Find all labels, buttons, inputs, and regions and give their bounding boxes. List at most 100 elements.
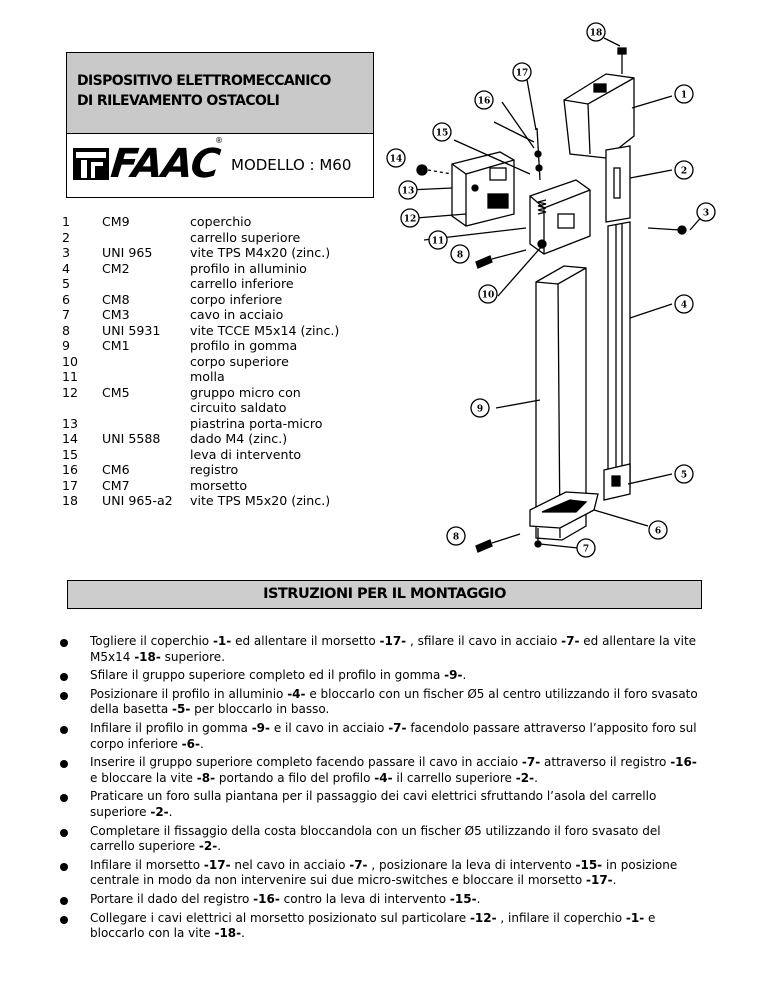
instruction-step: Posizionare il profilo in alluminio -4- …	[58, 687, 708, 718]
callout-circle	[576, 538, 596, 558]
callout-label: 11	[432, 237, 445, 247]
callout-circle	[696, 202, 716, 222]
part-description: circuito saldato	[190, 400, 287, 415]
callout-circle	[648, 520, 668, 540]
callout-label: 13	[402, 187, 415, 197]
parts-row: circuito saldato	[62, 400, 380, 416]
callout-label: 17	[516, 69, 529, 79]
callout-circle	[450, 244, 470, 264]
callout-label: 8	[453, 533, 459, 543]
instruction-step: Portare il dado del registro -16- contro…	[58, 892, 708, 908]
part-number: 6	[62, 291, 71, 307]
part-number: 7	[62, 307, 71, 322]
callout-circle	[400, 208, 420, 228]
callout-label: 4	[681, 301, 687, 311]
part-code: UNI 5588	[102, 431, 161, 446]
callout-label: 1	[681, 91, 687, 101]
callout-circle	[386, 148, 406, 168]
callout-label: 9	[477, 405, 483, 415]
part-code	[102, 416, 190, 432]
part-code: CM7	[102, 477, 130, 493]
callout-label: 12	[404, 215, 417, 225]
part-code: CM3	[102, 307, 130, 322]
part-number: 3	[62, 245, 71, 260]
parts-row: 6 CM8 corpo inferiore	[62, 292, 380, 308]
part-number: 8	[62, 322, 71, 338]
brand-name: FAAC	[108, 141, 222, 187]
part-number: 9	[62, 338, 71, 353]
callout-label: 6	[655, 527, 661, 537]
parts-row: 4 CM2 profilo in alluminio	[62, 261, 380, 277]
part-code: CM1	[102, 338, 130, 353]
callout-label: 15	[436, 129, 449, 139]
part-code: UNI 965-a2	[102, 493, 173, 508]
part-number: 15	[62, 446, 79, 462]
part-number: 14	[62, 431, 79, 446]
part-description: morsetto	[190, 477, 248, 493]
part-number: 4	[62, 260, 71, 276]
callout-label: 5	[681, 471, 687, 481]
part-description: coperchio	[190, 214, 252, 229]
instruction-step: Collegare i cavi elettrici al morsetto p…	[58, 911, 708, 942]
callout-label: 10	[482, 291, 495, 301]
part-code: CM8	[102, 291, 130, 307]
part-description: carrello superiore	[190, 229, 301, 245]
callout-label: 16	[478, 97, 491, 107]
callout-label: 18	[590, 29, 603, 39]
section-title: ISTRUZIONI PER IL MONTAGGIO	[67, 580, 702, 609]
part-description: cavo in acciaio	[190, 307, 284, 322]
part-description: piastrina porta-micro	[190, 415, 323, 431]
part-description: carrello inferiore	[190, 276, 294, 291]
instruction-step: Infilare il morsetto -17- nel cavo in ac…	[58, 858, 708, 889]
part-number: 2	[62, 229, 71, 245]
callout-circle	[470, 398, 490, 418]
part-code	[102, 276, 190, 292]
instruction-step: Praticare un foro sulla piantana per il …	[58, 789, 708, 820]
faac-emblem-icon	[73, 148, 109, 180]
part-description: corpo inferiore	[190, 291, 283, 307]
callout-circle	[478, 284, 498, 304]
callout-circle	[586, 22, 606, 42]
model-label: MODELLO : M60	[231, 156, 352, 174]
instruction-step: Completare il fissaggio della costa bloc…	[58, 824, 708, 855]
part-description: dado M4 (zinc.)	[190, 431, 288, 446]
diagram-drawing	[407, 37, 705, 553]
part-number: 12	[62, 384, 79, 400]
part-description: profilo in gomma	[190, 338, 298, 353]
part-description: corpo superiore	[190, 353, 289, 369]
part-description: profilo in alluminio	[190, 260, 307, 276]
parts-row: 15 leva di intervento	[62, 447, 380, 463]
callout-circle	[674, 294, 694, 314]
callout-circle	[428, 230, 448, 250]
part-code	[102, 400, 190, 416]
faac-logo: FAAC	[73, 141, 222, 187]
part-description: leva di intervento	[190, 446, 302, 462]
part-code: CM6	[102, 462, 130, 477]
parts-row: 10 corpo superiore	[62, 354, 380, 370]
callout-label: 8	[457, 251, 463, 261]
callout-circle	[398, 180, 418, 200]
part-code: CM2	[102, 260, 130, 276]
callout-label: 14	[390, 155, 403, 165]
instruction-step: Sfilare il gruppo superiore completo ed …	[58, 668, 708, 684]
document-title-line-1: DISPOSITIVO ELETTROMECCANICO	[77, 73, 331, 89]
part-code	[102, 354, 190, 370]
document-title-line-2: DI RILEVAMENTO OSTACOLI	[77, 93, 280, 109]
part-code: UNI 5931	[102, 322, 161, 338]
callout-circle	[674, 464, 694, 484]
part-number: 10	[62, 353, 79, 369]
part-number: 11	[62, 369, 79, 384]
title-band: DISPOSITIVO ELETTROMECCANICO DI RILEVAME…	[67, 53, 373, 134]
parts-row: 7 CM3 cavo in acciaio	[62, 307, 380, 323]
